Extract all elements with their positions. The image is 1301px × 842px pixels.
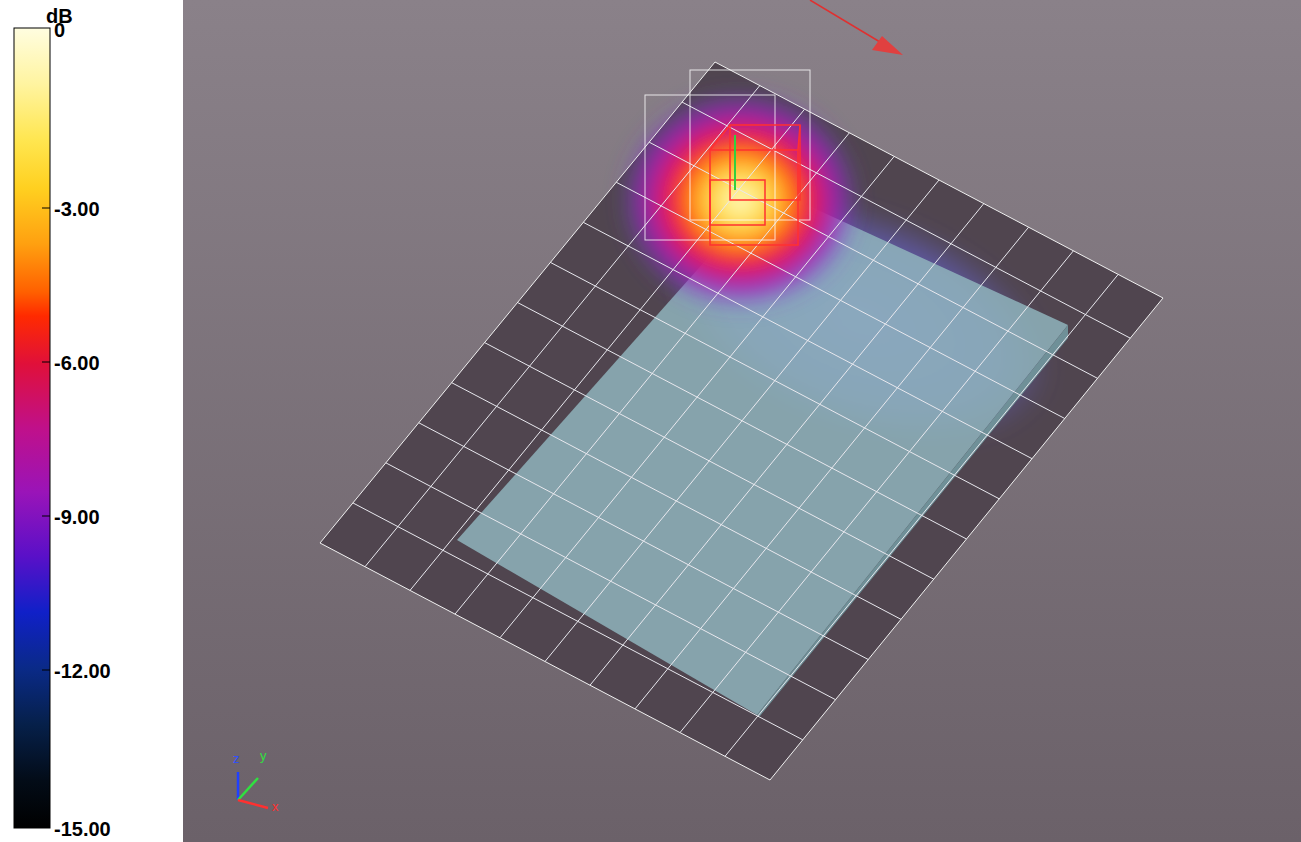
axis-label: x	[272, 800, 279, 813]
scale-value: -15.00	[54, 819, 111, 839]
scale-value: 0	[54, 20, 65, 40]
scale-value: -12.00	[54, 661, 111, 681]
axis-label: z	[233, 752, 240, 765]
scale-value: -6.00	[54, 353, 100, 373]
scale-value: -9.00	[54, 507, 100, 527]
scale-value: -3.00	[54, 199, 100, 219]
axis-label: y	[260, 749, 267, 762]
